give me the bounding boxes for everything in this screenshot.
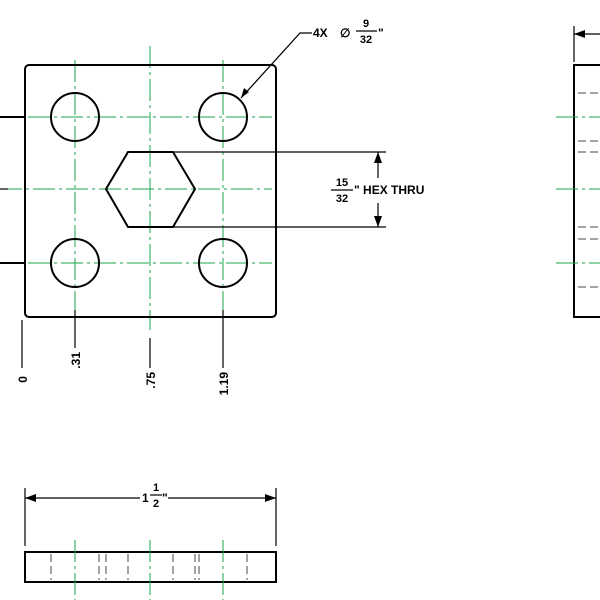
top-view: 1 1 2 " <box>24 482 277 600</box>
hole-bottom-left <box>50 238 100 288</box>
plate-outline <box>24 64 277 318</box>
hole-callout-num: 9 <box>363 18 369 30</box>
hole-bottom-right <box>198 238 248 288</box>
length-dim-whole: 1 <box>142 491 149 505</box>
front-centerlines <box>0 46 272 330</box>
side-view-outline <box>573 64 600 318</box>
side-view <box>556 26 600 318</box>
ordinate-leaders <box>21 310 224 368</box>
length-dim-den: 2 <box>153 498 159 510</box>
hex-dim-den: 32 <box>336 193 348 205</box>
ordinate-label-75: .75 <box>144 372 158 389</box>
ordinate-labels: 0 .31 .75 1.19 <box>16 352 231 396</box>
length-dim-unit: " <box>162 491 168 505</box>
hole-callout-prefix: 4X <box>313 26 328 40</box>
ordinate-label-0: 0 <box>16 376 30 383</box>
top-hidden-lines <box>50 554 248 580</box>
diameter-symbol: ∅ <box>340 26 350 40</box>
hole-callout: 4X ∅ 9 32 " <box>240 18 384 99</box>
ordinate-label-31: .31 <box>69 352 83 369</box>
hex-dim-num: 15 <box>336 177 348 189</box>
hole-callout-den: 32 <box>360 34 372 46</box>
hex-dimension: 15 32 " HEX THRU <box>173 151 424 228</box>
side-hidden-lines <box>578 92 600 288</box>
length-dim-num: 1 <box>153 482 159 494</box>
hole-top-left <box>50 92 100 142</box>
ordinate-label-119: 1.19 <box>217 372 231 396</box>
hole-callout-unit: " <box>378 26 384 40</box>
front-view <box>0 46 277 368</box>
hex-hole <box>104 151 197 228</box>
hex-dim-suffix: " HEX THRU <box>354 183 424 197</box>
hole-top-right <box>198 92 248 142</box>
